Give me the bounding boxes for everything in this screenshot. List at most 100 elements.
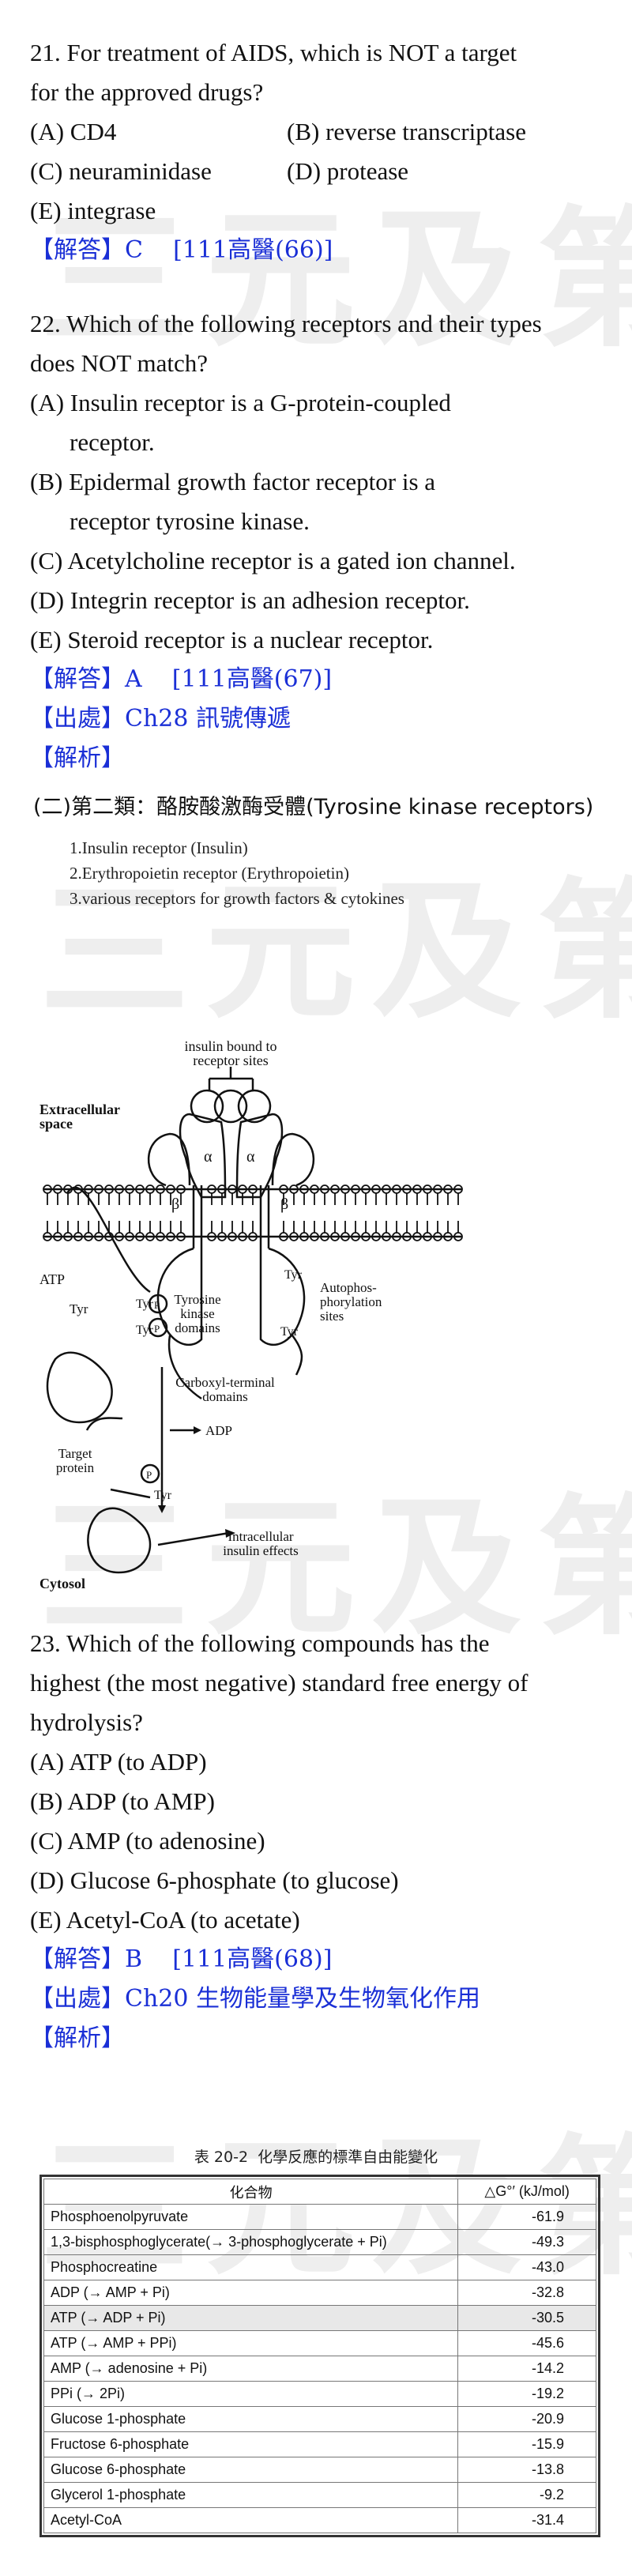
value-cell: -30.5 [457,2305,596,2331]
diagram-label: Target [58,1446,92,1461]
value-cell: -15.9 [457,2431,596,2457]
free-energy-table: 化合物 △G°′ (kJ/mol) Phosphoenolpyruvate-61… [40,2175,600,2537]
diagram-label: Autophos- [320,1280,377,1295]
table-row: Glucose 1-phosphate-20.9 [43,2406,596,2432]
option-a-cont: receptor. [70,428,155,456]
compound-cell: Glycerol 1-phosphate [43,2482,459,2508]
question-stem: highest (the most negative) standard fre… [30,1669,529,1697]
column-header: △G°′ (kJ/mol) [457,2179,596,2205]
adp-label: ADP [205,1423,232,1438]
diagram-label: receptor sites [193,1053,268,1068]
phosphate-label: P [146,1469,152,1481]
question-23: 23. Which of the following compounds has… [30,1624,615,2058]
insulin-receptor-diagram: insulin bound to receptor sites Extracel… [40,1038,463,1591]
diagram-label: domains [175,1320,220,1335]
list-item: 2.Erythropoietin receptor (Erythropoieti… [70,864,349,883]
table-row: ATP (→ ADP + Pi)-30.5 [43,2305,596,2331]
section-heading: (二)第二類：酪胺酸激酶受體(Tyrosine kinase receptors… [33,795,594,819]
diagram-label: Tyrosine [174,1292,220,1307]
compound-cell: Phosphoenolpyruvate [43,2204,459,2230]
tyr-label: Tyr [70,1301,88,1316]
option-e: (E) Steroid receptor is a nuclear recept… [30,626,434,653]
diagram-label: space [40,1116,73,1132]
compound-cell: Fructose 6-phosphate [43,2431,459,2457]
watermark: 三元及第 [40,864,632,1039]
option-c: (C) Acetylcholine receptor is a gated io… [30,547,516,574]
tyr-label: Tyr [136,1297,154,1311]
tyr-label: Tyr [136,1324,154,1337]
diagram-label: insulin bound to [184,1038,276,1054]
table-row: Phosphoenolpyruvate-61.9 [43,2204,596,2230]
value-cell: -9.2 [457,2482,596,2508]
compound-cell: ATP (→ AMP + PPi) [43,2330,459,2356]
option-d: (D) Glucose 6-phosphate (to glucose) [30,1866,399,1894]
table-row: Fructose 6-phosphate-15.9 [43,2431,596,2457]
table-header-row: 化合物 △G°′ (kJ/mol) [43,2179,596,2205]
question-stem: 23. Which of the following compounds has… [30,1629,490,1657]
option-b: (B) ADP (to AMP) [30,1787,215,1815]
compound-cell: ATP (→ ADP + Pi) [43,2305,459,2331]
diagram-label: Intracellular [228,1529,293,1544]
option-d: (D) Integrin receptor is an adhesion rec… [30,586,470,614]
compound-cell: 1,3-bisphosphoglycerate(→ 3-phosphoglyce… [43,2229,459,2255]
phosphate-label: P [154,1299,160,1311]
section-list: 1.Insulin receptor (Insulin) 2.Erythropo… [70,835,404,911]
diagram-label: kinase [180,1306,214,1321]
tyr-label: Tyr [284,1268,303,1282]
option-a: (A) CD4 [30,118,117,145]
tyr-label: Tyr [154,1489,172,1502]
value-cell: -20.9 [457,2406,596,2432]
compound-cell: ADP (→ AMP + Pi) [43,2280,459,2306]
compound-cell: Glucose 6-phosphate [43,2457,459,2483]
option-a: (A) Insulin receptor is a G-protein-coup… [30,389,451,416]
diagram-label: phorylation [320,1294,382,1309]
value-cell: -45.6 [457,2330,596,2356]
question-22: 22. Which of the following receptors and… [30,304,615,778]
diagram-label: insulin effects [223,1543,299,1558]
value-cell: -32.8 [457,2280,596,2306]
option-a: (A) ATP (to ADP) [30,1748,207,1776]
question-stem: does NOT match? [30,349,208,377]
value-cell: -43.0 [457,2254,596,2280]
value-cell: -19.2 [457,2381,596,2407]
option-b-cont: receptor tyrosine kinase. [70,507,310,535]
question-stem: hydrolysis? [30,1708,143,1736]
diagram-label: sites [320,1309,344,1324]
phosphate-label: P [154,1323,160,1335]
option-e: (E) integrase [30,197,156,224]
question-stem: 22. Which of the following receptors and… [30,310,542,337]
table-row: AMP (→ adenosine + Pi)-14.2 [43,2356,596,2382]
option-e: (E) Acetyl-CoA (to acetate) [30,1906,300,1934]
tyr-label: Tyr [280,1325,299,1339]
diagram-label: domains [202,1389,248,1404]
diagram-label: Cytosol [40,1576,85,1591]
source-line: 【出處】Ch20 生物能量學及生物氧化作用 [30,1985,480,2013]
list-item: 1.Insulin receptor (Insulin) [70,838,248,857]
compound-cell: AMP (→ adenosine + Pi) [43,2356,459,2382]
value-cell: -61.9 [457,2204,596,2230]
column-header: 化合物 [43,2179,459,2205]
alpha-label: α [246,1148,255,1166]
table-row: Glycerol 1-phosphate-9.2 [43,2482,596,2508]
value-cell: -31.4 [457,2507,596,2533]
list-item: 3.various receptors for growth factors &… [70,889,404,908]
explain-label: 【解析】 [30,744,125,772]
diagram-label: protein [56,1460,95,1475]
source-line: 【出處】Ch28 訊號傳遞 [30,705,291,733]
compound-cell: Acetyl-CoA [43,2507,459,2533]
explain-label: 【解析】 [30,2024,125,2052]
value-cell: -49.3 [457,2229,596,2255]
table-row: ADP (→ AMP + Pi)-32.8 [43,2280,596,2306]
option-d: (D) protease [287,157,409,185]
diagram-label: Carboxyl-terminal [175,1375,275,1390]
option-b: (B) reverse transcriptase [287,118,526,145]
answer-line: 【解答】A [111高醫(67)] [30,665,333,693]
option-c: (C) AMP (to adenosine) [30,1827,265,1855]
table-caption: 表 20-2 化學反應的標準自由能變化 [194,2149,438,2166]
alpha-label: α [204,1148,213,1166]
value-cell: -14.2 [457,2356,596,2382]
beta-label: β [280,1196,288,1213]
question-stem: for the approved drugs? [30,78,264,106]
table-row: ATP (→ AMP + PPi)-45.6 [43,2330,596,2356]
compound-cell: Phosphocreatine [43,2254,459,2280]
